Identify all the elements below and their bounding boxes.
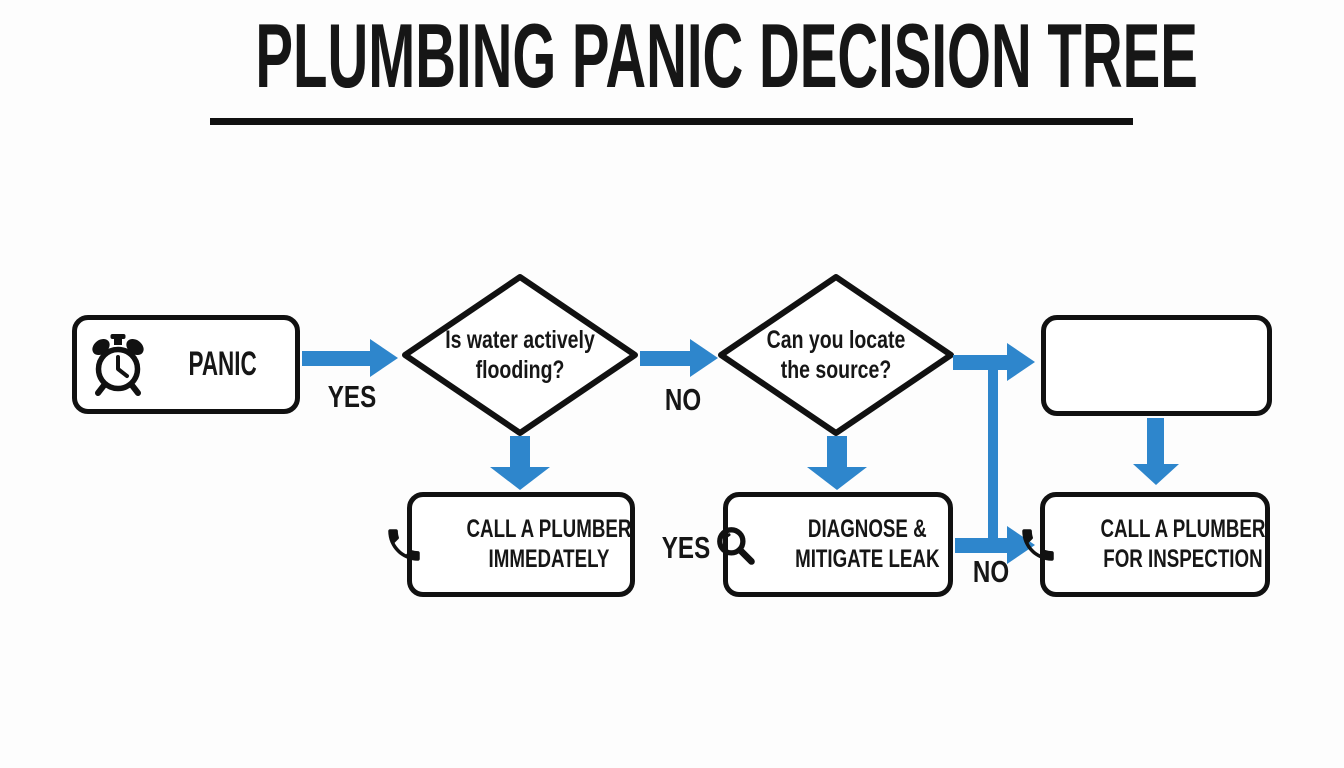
edge-label-no: NO [972,554,1010,589]
arrow-shaft [302,351,370,366]
arrow-shaft [640,351,690,366]
magnifier-icon [713,523,757,567]
decision-source-text: Can you locate the source? [766,325,906,385]
phone-icon [1017,524,1059,566]
arrow-head [370,339,398,377]
alarm-clock-icon [91,333,145,396]
node-inspection-label: CALL A PLUMBER FOR INSPECTION [1100,515,1266,573]
decision-flooding: Is water actively flooding? [400,272,640,438]
decision-flooding-text: Is water actively flooding? [445,325,595,385]
node-call-plumber-immediately: CALL A PLUMBER IMMEDATELY [388,492,635,597]
node-diagnose-label: DIAGNOSE & MITIGATE LEAK [794,515,940,573]
arrow-shaft [510,436,530,467]
node-call-plumber-inspection: CALL A PLUMBER FOR INSPECTION [1022,492,1270,597]
phone-icon [383,524,425,566]
arrow-shaft [827,436,847,467]
node-call-now-label: CALL A PLUMBER IMMEDATELY [466,515,632,573]
edge-label-no: NO [664,382,702,417]
empty-result-box [1041,315,1272,416]
edge-label-yes: YES [327,379,377,414]
arrow-head [1007,343,1035,381]
edge-label-yes: YES [661,530,711,565]
arrow-shaft [955,538,1007,553]
arrow-head [807,467,867,490]
arrow-head [1133,464,1179,485]
arrow-shaft [1147,418,1164,464]
arrow-shaft [953,355,1007,370]
arrow-head [690,339,718,377]
arrow-head [490,467,550,490]
page-title: PLUMBING PANIC DECISION TREE [255,6,1198,107]
title-underline [210,118,1133,125]
decision-source: Can you locate the source? [716,272,956,438]
node-panic: PANIC [72,315,300,414]
node-diagnose-mitigate: DIAGNOSE & MITIGATE LEAK [716,492,953,597]
node-panic-label: PANIC [188,345,257,384]
connector-source-branch [988,368,998,545]
